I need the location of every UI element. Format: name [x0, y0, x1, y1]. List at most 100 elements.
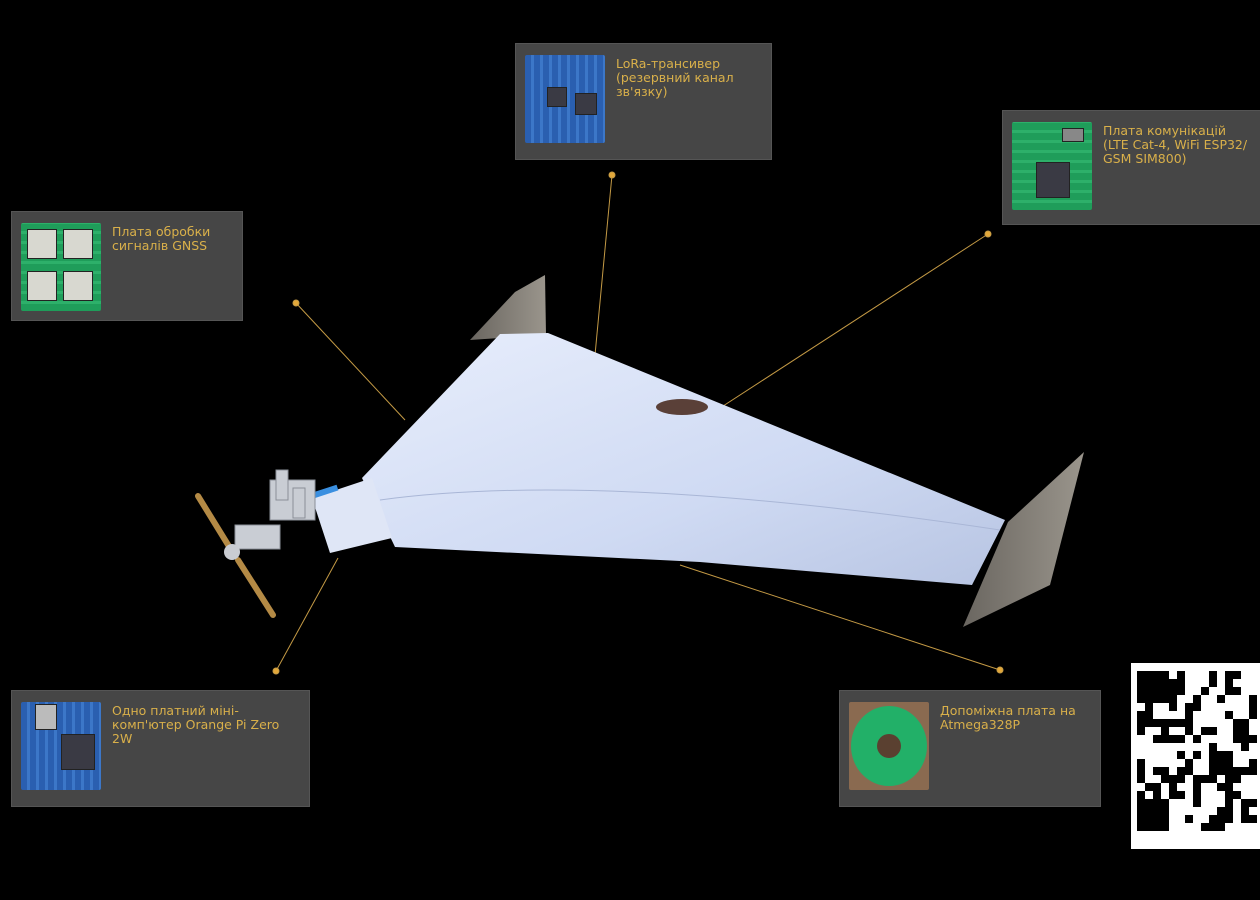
qr-module	[1153, 687, 1161, 695]
qr-module	[1153, 823, 1161, 831]
qr-module	[1169, 791, 1177, 799]
qr-module	[1249, 759, 1257, 767]
qr-module	[1209, 751, 1217, 759]
qr-module	[1209, 671, 1217, 679]
orangepi-board-image	[21, 702, 101, 790]
qr-module	[1225, 783, 1233, 791]
qr-module	[1145, 711, 1153, 719]
qr-module	[1161, 775, 1169, 783]
qr-module	[1177, 735, 1185, 743]
qr-module	[1169, 775, 1177, 783]
qr-module	[1249, 711, 1257, 719]
qr-module	[1177, 671, 1185, 679]
callout-text: Плата обробки сигналів GNSS	[112, 224, 211, 253]
leader-lines	[272, 171, 1004, 675]
qr-module	[1145, 703, 1153, 711]
qr-module	[1145, 719, 1153, 727]
qr-module	[1161, 695, 1169, 703]
qr-module	[1153, 735, 1161, 743]
qr-module	[1225, 751, 1233, 759]
callout-text: LoRa-трансивер (резервний канал зв'язку)	[616, 56, 734, 99]
qr-module	[1169, 679, 1177, 687]
leader-line-lora	[594, 174, 613, 356]
qr-module	[1161, 735, 1169, 743]
wing-crease	[379, 489, 1001, 531]
qr-module	[1209, 823, 1217, 831]
qr-module	[1137, 823, 1145, 831]
qr-module	[1161, 687, 1169, 695]
qr-module	[1169, 783, 1177, 791]
payload-opening	[656, 399, 708, 415]
qr-module	[1137, 671, 1145, 679]
qr-module	[1177, 751, 1185, 759]
comm-board-image	[1012, 122, 1092, 210]
qr-module	[1241, 815, 1249, 823]
leader-line-gnss	[295, 302, 406, 421]
leader-line-comm	[719, 233, 989, 409]
qr-module	[1169, 719, 1177, 727]
qr-module	[1177, 775, 1185, 783]
right-fin	[963, 452, 1084, 627]
qr-module	[1209, 775, 1217, 783]
qr-module	[1193, 791, 1201, 799]
qr-module	[1137, 679, 1145, 687]
qr-module	[1185, 767, 1193, 775]
qr-module	[1225, 807, 1233, 815]
qr-module	[1209, 767, 1217, 775]
left-fin	[470, 275, 546, 340]
leader-line-orangepi	[275, 557, 339, 672]
qr-module	[1249, 815, 1257, 823]
propeller-hub	[224, 544, 240, 560]
qr-module	[1233, 735, 1241, 743]
motor	[234, 469, 316, 550]
callout-atmega: Допоміжна плата на Atmega328P	[839, 690, 1101, 807]
qr-module	[1137, 695, 1145, 703]
qr-module	[1185, 815, 1193, 823]
anchor-dot-lora	[608, 171, 616, 179]
qr-module	[1137, 775, 1145, 783]
qr-module	[1153, 679, 1161, 687]
qr-module	[1137, 759, 1145, 767]
qr-module	[1153, 799, 1161, 807]
qr-module	[1161, 767, 1169, 775]
qr-module	[1249, 767, 1257, 775]
qr-code[interactable]	[1131, 663, 1260, 849]
callout-gnss: Плата обробки сигналів GNSS	[11, 211, 243, 321]
qr-module	[1241, 743, 1249, 751]
qr-module	[1225, 759, 1233, 767]
qr-module	[1217, 759, 1225, 767]
qr-module	[1233, 671, 1241, 679]
qr-module	[1193, 783, 1201, 791]
qr-module	[1225, 679, 1233, 687]
callout-text: Плата комунікацій (LTE Cat-4, WiFi ESP32…	[1103, 123, 1248, 166]
qr-module	[1145, 687, 1153, 695]
qr-module	[1201, 823, 1209, 831]
qr-module	[1233, 727, 1241, 735]
qr-module	[1153, 671, 1161, 679]
qr-module	[1241, 727, 1249, 735]
qr-module	[1145, 695, 1153, 703]
qr-module	[1169, 703, 1177, 711]
qr-module	[1153, 767, 1161, 775]
qr-module	[1241, 719, 1249, 727]
leader-line-atmega	[679, 564, 1001, 671]
qr-module	[1177, 719, 1185, 727]
qr-module	[1145, 815, 1153, 823]
qr-module	[1161, 679, 1169, 687]
qr-module	[1225, 815, 1233, 823]
callout-text: Одно платний міні-комп'ютер Orange Pi Ze…	[112, 703, 280, 746]
qr-module	[1201, 687, 1209, 695]
qr-module	[1217, 807, 1225, 815]
anchor-dot-comm	[984, 230, 992, 238]
qr-module	[1161, 823, 1169, 831]
propeller	[195, 493, 276, 618]
qr-module	[1145, 671, 1153, 679]
qr-module	[1193, 775, 1201, 783]
qr-module	[1241, 735, 1249, 743]
qr-module	[1177, 687, 1185, 695]
qr-module	[1217, 751, 1225, 759]
qr-module	[1225, 799, 1233, 807]
qr-module	[1233, 767, 1241, 775]
qr-module	[1153, 695, 1161, 703]
qr-module	[1153, 807, 1161, 815]
